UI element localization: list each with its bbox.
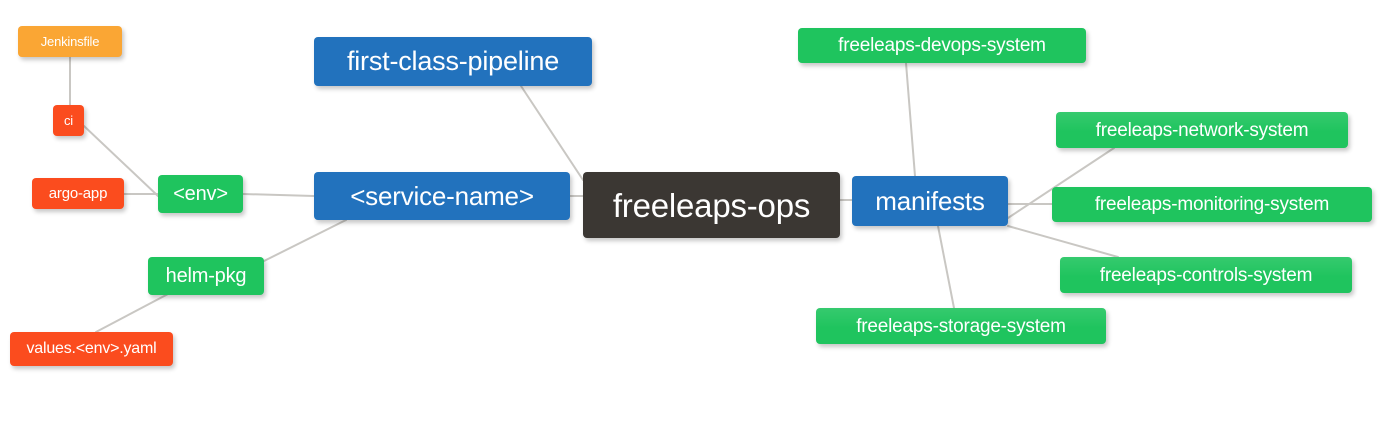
mindmap-node-manifests[interactable]: manifests [852, 176, 1008, 226]
mindmap-node-jenkinsfile[interactable]: Jenkinsfile [18, 26, 122, 57]
node-label: freeleaps-controls-system [1099, 264, 1313, 286]
mindmap-node-devops-sys[interactable]: freeleaps-devops-system [798, 28, 1086, 63]
edge-helm_pkg-to-values_yaml [95, 293, 169, 333]
mindmap-node-controls-sys[interactable]: freeleaps-controls-system [1060, 257, 1352, 293]
node-label: <service-name> [350, 181, 534, 211]
node-label: manifests [875, 186, 985, 216]
mindmap-node-values-yaml[interactable]: values.<env>.yaml [10, 332, 173, 366]
mindmap-node-argo-app[interactable]: argo-app [32, 178, 124, 209]
node-label: ci [64, 113, 73, 128]
node-label: values.<env>.yaml [26, 340, 157, 357]
mindmap-node-pipeline[interactable]: first-class-pipeline [314, 37, 592, 86]
edge-service_name-to-pipeline [520, 85, 584, 181]
node-label: <env> [173, 183, 228, 205]
edge-manifests-to-storage_sys [937, 225, 955, 309]
mindmap-node-env[interactable]: <env> [158, 175, 243, 213]
node-label: argo-app [48, 185, 108, 202]
mindmap-node-storage-sys[interactable]: freeleaps-storage-system [816, 308, 1106, 344]
node-label: freeleaps-devops-system [838, 35, 1046, 56]
node-label: first-class-pipeline [346, 46, 560, 76]
mindmap-node-network-sys[interactable]: freeleaps-network-system [1056, 112, 1348, 148]
node-label: Jenkinsfile [40, 34, 100, 49]
node-label: freeleaps-ops [612, 186, 811, 224]
node-label: freeleaps-network-system [1095, 119, 1309, 141]
mindmap-node-monitor-sys[interactable]: freeleaps-monitoring-system [1052, 187, 1372, 222]
edge-env-to-service_name [242, 193, 315, 197]
edge-manifests-to-controls_sys [1007, 225, 1119, 258]
mindmap-node-service-name[interactable]: <service-name> [314, 172, 570, 220]
edge-service_name-to-helm_pkg [261, 219, 347, 263]
mindmap-node-ci[interactable]: ci [53, 105, 84, 136]
mindmap-node-helm-pkg[interactable]: helm-pkg [148, 257, 264, 295]
node-label: helm-pkg [165, 265, 247, 287]
mindmap-node-root[interactable]: freeleaps-ops [583, 172, 840, 238]
node-label: freeleaps-storage-system [856, 315, 1066, 337]
node-label: freeleaps-monitoring-system [1094, 194, 1330, 215]
edge-manifests-to-devops_sys [905, 62, 916, 177]
